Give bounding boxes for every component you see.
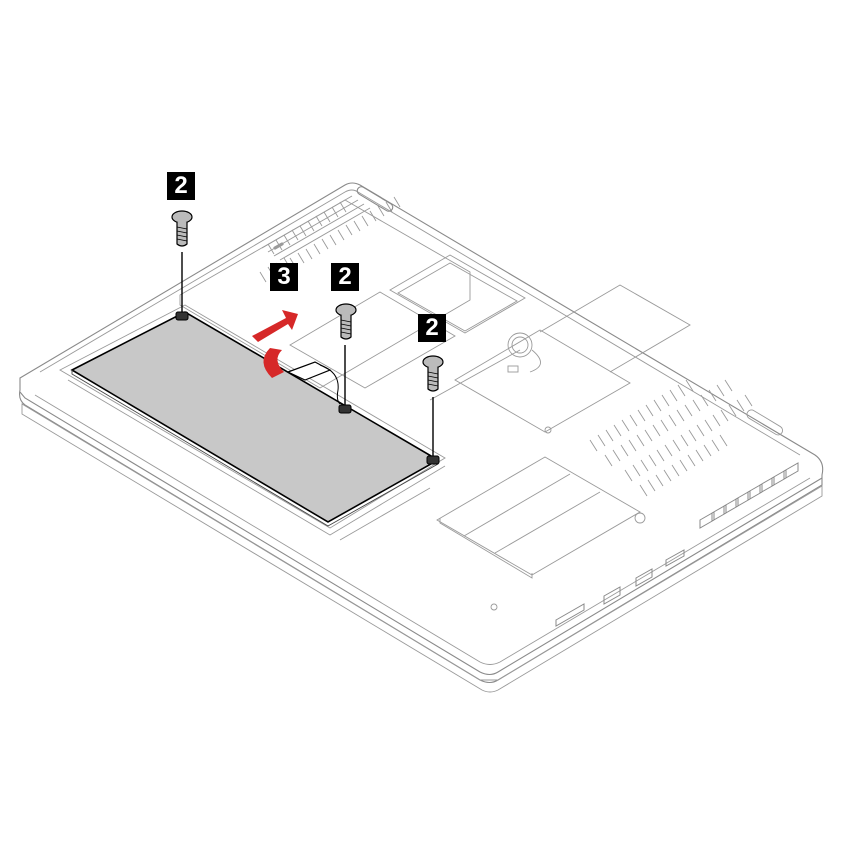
chassis-outline xyxy=(19,182,824,693)
screw-leader-lines xyxy=(181,252,434,462)
callout-step-3: 3 xyxy=(270,263,298,291)
callout-step-2-left: 2 xyxy=(167,172,195,200)
internal-compartments xyxy=(59,199,691,611)
callout-step-2-right: 2 xyxy=(418,314,446,342)
lift-arrow-icon xyxy=(252,310,298,378)
screw-middle xyxy=(335,303,357,340)
vent-grille-bottom-right xyxy=(589,379,783,497)
screw-left xyxy=(171,210,193,247)
callout-step-2-middle: 2 xyxy=(331,263,359,291)
screw-bosses xyxy=(175,311,440,465)
screw-right xyxy=(422,355,444,392)
side-ports xyxy=(555,462,799,627)
battery xyxy=(70,311,440,527)
